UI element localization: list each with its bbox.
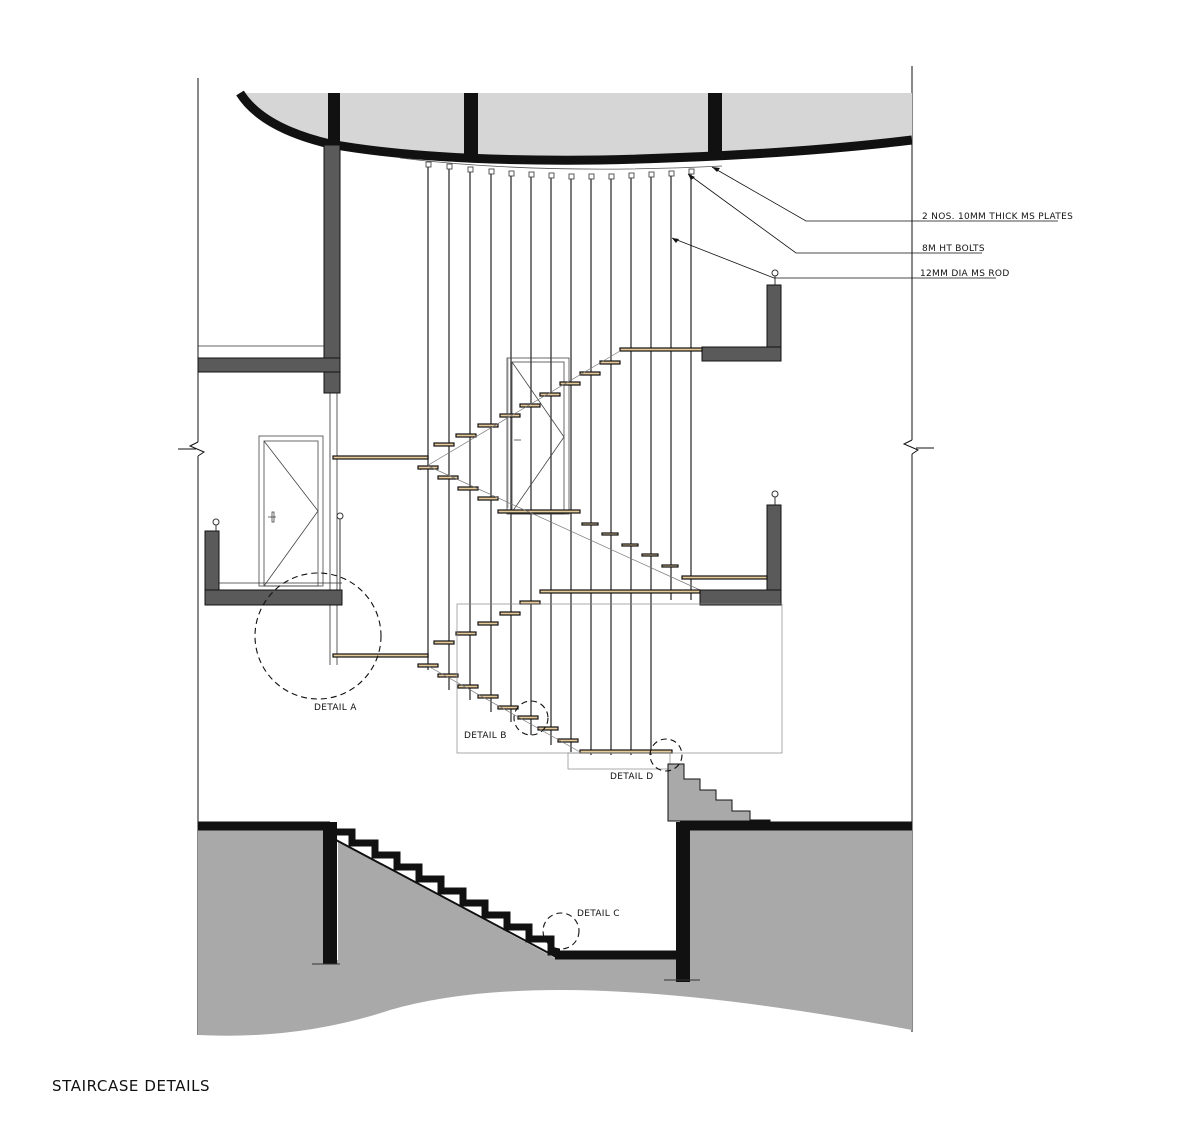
rod-annotation: 12MM DIA MS ROD [920, 269, 1010, 279]
second-flight-stringer [427, 465, 701, 591]
ground-section [198, 821, 912, 1036]
left-landing-wall [204, 512, 344, 606]
left-upper-wall [197, 144, 341, 665]
second-flight-treads [417, 465, 768, 580]
fourth-flight-stringer [427, 665, 581, 753]
entry-steps [667, 763, 771, 822]
right-upper-landing [701, 269, 782, 362]
door-elevation [258, 435, 324, 587]
suspension-rods [427, 167, 692, 755]
detail-c-circle [542, 912, 580, 950]
detail-b-label: DETAIL B [464, 731, 507, 741]
right-lower-landing [699, 490, 782, 606]
detail-circles [254, 572, 683, 950]
drawing-title: STAIRCASE DETAILS [52, 1077, 210, 1095]
detail-a-label: DETAIL A [314, 703, 357, 713]
fourth-flight-treads [417, 663, 673, 754]
leader-arrows [672, 167, 720, 243]
door-elevation-mid [506, 357, 570, 515]
detail-d-label: DETAIL D [610, 772, 653, 782]
upper-flight-stringer [419, 350, 621, 471]
plates-annotation: 2 NOS. 10MM THICK MS PLATES [922, 212, 1073, 222]
upper-flight-treads [332, 347, 703, 460]
detail-d-circle [649, 738, 683, 772]
detail-c-label: DETAIL C [577, 909, 620, 919]
detail-a-circle [254, 572, 382, 700]
third-flight-treads [332, 589, 701, 658]
bolts-annotation: 8M HT BOLTS [922, 244, 985, 254]
detail-b-circle [513, 700, 549, 736]
reference-frames [456, 358, 783, 770]
leader-lines [671, 166, 1058, 279]
roof-slab [236, 90, 913, 170]
